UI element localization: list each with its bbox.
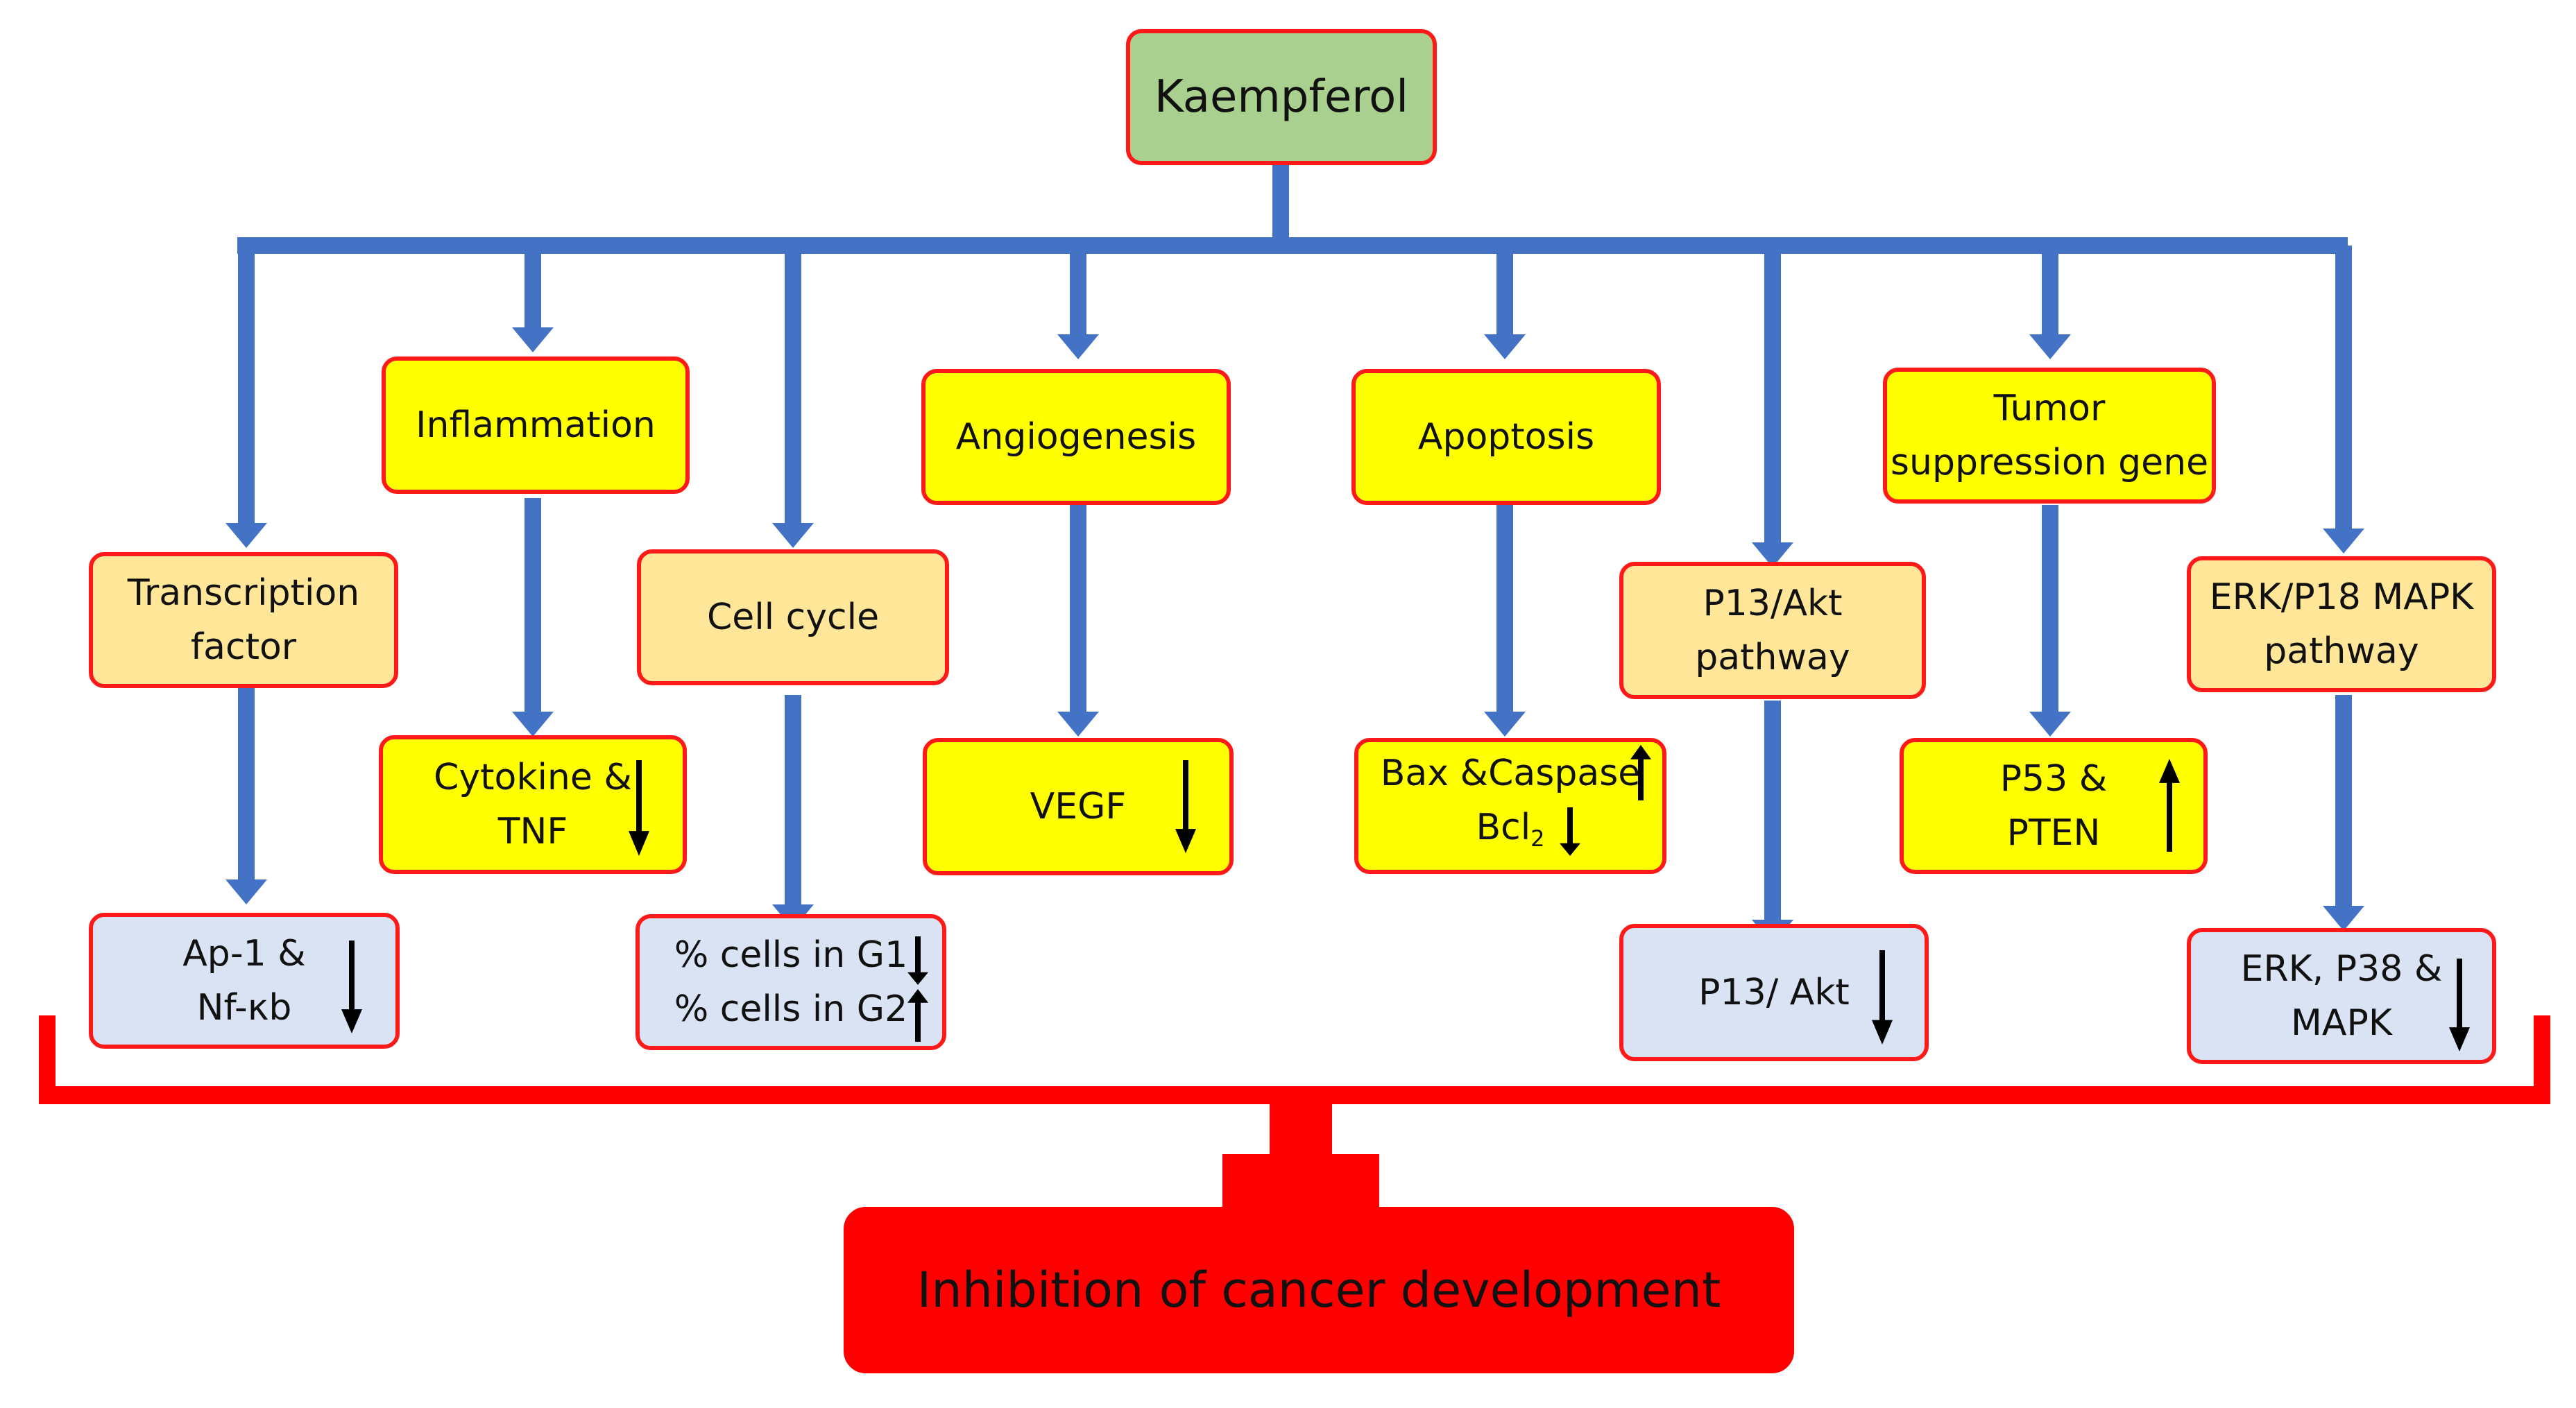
arrowhead	[2029, 334, 2071, 359]
category-label: Cell cycle	[706, 596, 880, 638]
indicator-arrow-icon	[341, 941, 362, 1033]
indicator-shaft	[2457, 959, 2462, 1031]
indicator-head	[341, 1009, 362, 1033]
indicator-shaft	[915, 1000, 921, 1042]
indicator-shaft	[636, 760, 642, 835]
indicator-head	[2159, 759, 2180, 783]
category-inflammation: Inflammation	[382, 357, 690, 494]
indicator-shaft	[915, 936, 921, 975]
effect-label: Bcl2	[1476, 800, 1544, 866]
arrowhead	[772, 523, 814, 548]
arrowhead	[1752, 542, 1793, 567]
category-label: Apoptosis	[1417, 416, 1595, 458]
effect-erk-p38-mapk: ERK, P38 & MAPK	[2187, 928, 2496, 1064]
indicator-head	[1175, 829, 1196, 853]
indicator-head	[1560, 843, 1580, 856]
indicator-arrow-icon	[1630, 745, 1651, 800]
indicator-shaft	[1638, 757, 1644, 800]
category-angiogenesis: Angiogenesis	[921, 369, 1231, 505]
indicator-head	[629, 831, 649, 856]
effect-cell-phases: % cells in G1 % cells in G2	[636, 914, 946, 1050]
category-label: ERK/P18 MAPK	[2209, 576, 2474, 618]
arrowhead	[225, 523, 267, 548]
category-pi3k-akt-pathway: P13/Akt pathway	[1619, 562, 1926, 699]
effect-cytokine-tnf: Cytokine & TNF	[379, 735, 687, 874]
effect-label: ERK, P38 &	[2240, 948, 2443, 990]
indicator-shaft	[1567, 807, 1573, 845]
effect-label: % cells in G2	[674, 988, 908, 1030]
effect-label: VEGF	[1030, 786, 1127, 827]
indicator-shaft	[1879, 950, 1885, 1024]
effect-label: PTEN	[2006, 812, 2101, 854]
arrowhead	[1484, 712, 1526, 737]
arrowhead	[2323, 906, 2364, 931]
indicator-arrow-icon	[629, 760, 649, 856]
bcl-subscript: 2	[1530, 825, 1545, 852]
arrowhead	[2323, 529, 2364, 553]
category-label: Inflammation	[416, 404, 656, 446]
arrowhead	[2029, 712, 2071, 737]
effect-label: Nf-κb	[196, 987, 292, 1029]
effect-label: Cytokine &	[434, 757, 632, 798]
effect-vegf: VEGF	[923, 738, 1234, 875]
category-label: Angiogenesis	[955, 416, 1197, 458]
effect-label: TNF	[497, 811, 568, 852]
indicator-arrow-icon	[1175, 760, 1196, 853]
arrowhead	[512, 712, 554, 737]
category-cell-cycle: Cell cycle	[637, 549, 949, 685]
effect-label: P53 &	[1999, 758, 2108, 800]
effect-label: % cells in G1	[674, 934, 908, 976]
bcl-label: Bcl	[1476, 807, 1531, 848]
arrowhead	[1057, 712, 1099, 737]
indicator-head	[1630, 745, 1651, 759]
effect-label: P13/ Akt	[1698, 972, 1850, 1013]
category-label: suppression gene	[1890, 442, 2209, 483]
effect-p53-pten: P53 & PTEN	[1900, 738, 2208, 874]
effect-label: Bax &Caspase	[1380, 753, 1641, 794]
indicator-head	[2449, 1027, 2470, 1051]
indicator-head	[907, 989, 928, 1003]
indicator-arrow-icon	[1872, 950, 1893, 1045]
category-label: pathway	[1695, 637, 1850, 678]
arrowhead	[225, 879, 267, 904]
effect-bax-caspase-bcl2: Bax &Caspase Bcl2	[1354, 738, 1666, 874]
root-kaempferol-box: Kaempferol	[1126, 29, 1437, 165]
inhibition-bracket	[39, 1015, 2550, 1207]
indicator-shaft	[349, 941, 355, 1013]
category-erk-mapk-pathway: ERK/P18 MAPK pathway	[2187, 556, 2496, 692]
arrowhead	[1484, 334, 1526, 359]
outcome-inhibition-box: Inhibition of cancer development	[844, 1207, 1794, 1373]
indicator-head	[907, 972, 928, 985]
arrowhead	[512, 327, 554, 352]
category-label: pathway	[2264, 630, 2419, 672]
category-transcription-factor: Transcription factor	[89, 552, 398, 688]
effect-label: Ap-1 &	[182, 933, 306, 975]
indicator-arrow-icon	[1560, 807, 1580, 856]
bus-connector	[237, 237, 2348, 254]
category-label: factor	[190, 626, 297, 668]
category-label: Tumor	[1993, 388, 2106, 429]
effect-label: MAPK	[2291, 1002, 2392, 1044]
indicator-shaft	[2167, 779, 2172, 852]
indicator-shaft	[1183, 760, 1188, 833]
effect-ap1-nfkb: Ap-1 & Nf-κb	[89, 913, 400, 1049]
root-label: Kaempferol	[1154, 71, 1409, 123]
category-tumor-suppression-gene: Tumor suppression gene	[1883, 368, 2216, 504]
effect-pi3k-akt: P13/ Akt	[1619, 924, 1929, 1061]
category-label: Transcription	[127, 572, 360, 614]
category-apoptosis: Apoptosis	[1351, 369, 1661, 505]
arrowhead	[1057, 334, 1099, 359]
indicator-arrow-icon	[907, 936, 928, 985]
category-label: P13/Akt	[1703, 583, 1843, 624]
trunk-connector	[1272, 165, 1289, 246]
indicator-arrow-icon	[2159, 759, 2180, 852]
outcome-label: Inhibition of cancer development	[916, 1262, 1721, 1319]
indicator-arrow-icon	[2449, 959, 2470, 1051]
indicator-arrow-icon	[907, 989, 928, 1042]
indicator-head	[1872, 1020, 1893, 1045]
